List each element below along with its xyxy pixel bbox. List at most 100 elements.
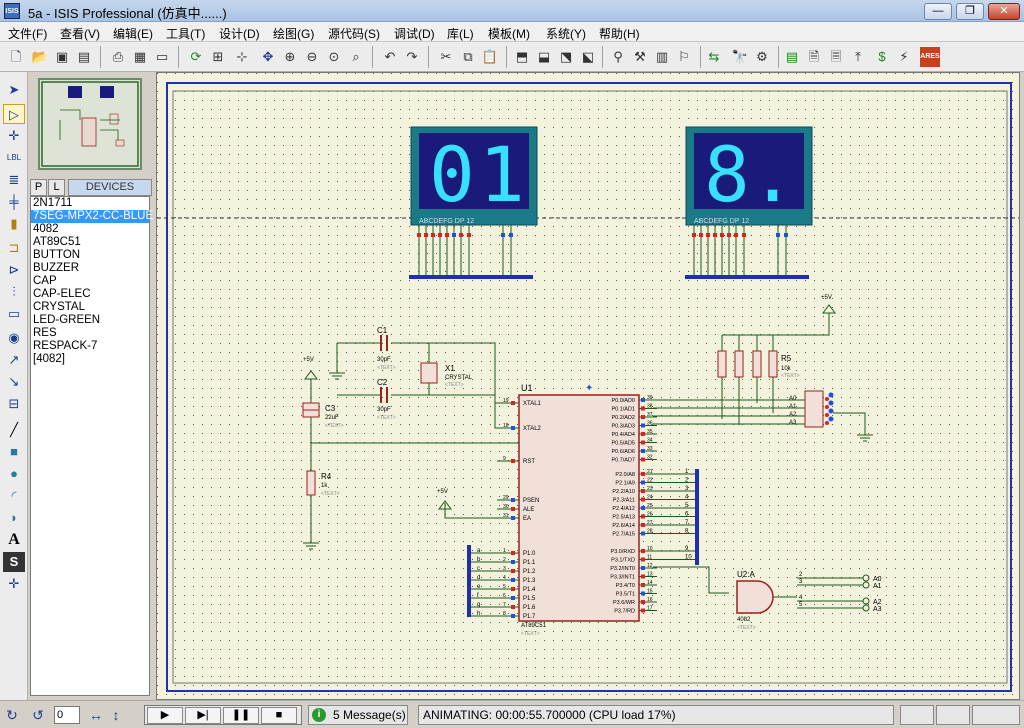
mirror-vertical-icon[interactable]: ↕: [112, 707, 120, 723]
redo-icon[interactable]: ↷: [406, 49, 418, 64]
zoom-in-icon[interactable]: ⊕: [284, 49, 296, 64]
exit-to-parent-icon[interactable]: ⤒: [855, 49, 861, 64]
make-device-icon[interactable]: ⚒: [634, 49, 646, 64]
capacitor-c1[interactable]: C1 30pF <TEXT>: [377, 326, 396, 371]
text-script-icon[interactable]: ≣: [8, 172, 20, 187]
paste-icon[interactable]: 📋: [481, 49, 499, 64]
menu-help[interactable]: 帮助(H): [599, 27, 640, 41]
device-item-selected[interactable]: 7SEG-MPX2-CC-BLUE: [31, 210, 154, 223]
rotation-angle-input[interactable]: 0: [54, 706, 80, 724]
arc-icon[interactable]: ◜: [11, 488, 17, 503]
decompose-icon[interactable]: ⚐: [678, 49, 690, 64]
bill-of-materials-icon[interactable]: $: [878, 49, 886, 64]
component-mode-icon[interactable]: ▷: [3, 104, 25, 124]
grid-icon[interactable]: ⊞: [212, 49, 224, 64]
crystal-x1[interactable]: X1 CRYSTAL <TEXT>: [420, 362, 473, 388]
device-item[interactable]: 4082: [33, 223, 59, 235]
new-sheet-icon[interactable]: 🗎: [808, 49, 820, 64]
pick-device-icon[interactable]: ⚲: [613, 49, 623, 64]
zoom-all-icon[interactable]: ⊙: [328, 49, 340, 64]
block-move-icon[interactable]: ⬓: [537, 49, 551, 64]
menu-library[interactable]: 库(L): [447, 27, 474, 41]
terminals-icon[interactable]: ⊐: [8, 240, 20, 255]
device-item[interactable]: AT89C51: [33, 236, 81, 248]
capacitor-c3[interactable]: C3 22uF <TEXT>: [302, 402, 344, 429]
graph-icon[interactable]: ⫶: [12, 284, 16, 299]
messages-indicator[interactable]: i 5 Message(s): [308, 705, 408, 725]
device-item[interactable]: BUTTON: [33, 249, 81, 261]
pick-devices-tab[interactable]: P: [30, 179, 47, 196]
menu-view[interactable]: 查看(V): [60, 27, 100, 41]
block-rotate-icon[interactable]: ⬔: [559, 49, 573, 64]
minimize-button[interactable]: —: [924, 3, 952, 20]
generator-icon[interactable]: ◉: [8, 330, 20, 345]
current-probe-icon[interactable]: ↘: [8, 374, 20, 389]
device-item[interactable]: CRYSTAL: [33, 301, 85, 313]
menu-tools[interactable]: 工具(T): [166, 27, 206, 41]
pause-button[interactable]: ❚❚: [223, 707, 259, 724]
path-icon[interactable]: ◗: [10, 510, 18, 525]
selection-mode-icon[interactable]: ➤: [8, 82, 20, 97]
copy-icon[interactable]: ⧉: [463, 49, 473, 64]
menu-graph[interactable]: 绘图(G): [273, 27, 315, 41]
mirror-horizontal-icon[interactable]: ↔: [89, 707, 103, 723]
box-icon[interactable]: ■: [10, 444, 18, 459]
menu-source[interactable]: 源代码(S): [328, 27, 380, 41]
menu-template[interactable]: 模板(M): [488, 27, 530, 41]
symbol-icon[interactable]: S: [3, 552, 25, 572]
menu-system[interactable]: 系统(Y): [546, 27, 586, 41]
and-gate-u2[interactable]: U2:A 4082 <TEXT> 2 3 4 5: [736, 570, 803, 631]
block-copy-icon[interactable]: ⬒: [515, 49, 529, 64]
device-item[interactable]: CAP-ELEC: [33, 288, 91, 300]
seven-segment-display-1[interactable]: 0 1 ABCDEFG DP 12: [409, 126, 538, 279]
library-manager-tab[interactable]: L: [48, 179, 65, 196]
property-tool-icon[interactable]: ⚙: [756, 49, 768, 64]
text-icon[interactable]: A: [8, 531, 20, 548]
dip-switch-block[interactable]: A0 A1 A2 A3: [789, 390, 834, 428]
undo-icon[interactable]: ↶: [384, 49, 396, 64]
voltage-probe-icon[interactable]: ↗: [8, 352, 20, 367]
seven-segment-display-2[interactable]: 8. ABCDEFG DP 12: [685, 126, 813, 279]
rotate-clockwise-icon[interactable]: ↻: [6, 707, 18, 723]
schematic-canvas[interactable]: 0 1 ABCDEFG DP 12 8. ABCDEFG DP 12: [156, 72, 1020, 700]
device-item[interactable]: LED-GREEN: [33, 314, 101, 326]
close-button[interactable]: ✕: [988, 3, 1020, 20]
maximize-button[interactable]: ❐: [956, 3, 984, 20]
virtual-instruments-icon[interactable]: ⊟: [8, 396, 20, 411]
printer-setup-icon[interactable]: ▦: [133, 49, 147, 64]
false-origin-icon[interactable]: ⊹: [236, 49, 248, 64]
electrical-rule-check-icon[interactable]: ⚡: [899, 49, 909, 64]
overview-window[interactable]: [38, 78, 142, 170]
resistor-r4[interactable]: R4 1k <TEXT>: [306, 470, 340, 497]
rotate-anticlockwise-icon[interactable]: ↺: [32, 707, 44, 723]
menu-edit[interactable]: 编辑(E): [113, 27, 153, 41]
marker-icon[interactable]: ✛: [8, 576, 20, 591]
design-explorer-icon[interactable]: ▤: [785, 49, 799, 64]
device-pins-icon[interactable]: ⊳: [8, 262, 20, 277]
menu-design[interactable]: 设计(D): [219, 27, 260, 41]
device-list[interactable]: 2N1711 7SEG-MPX2-CC-BLUE 4082 AT89C51 BU…: [30, 196, 154, 696]
junction-dot-icon[interactable]: ✛: [8, 128, 20, 143]
device-item[interactable]: [4082]: [33, 353, 65, 365]
print-icon[interactable]: ⎙: [112, 49, 124, 64]
step-button[interactable]: ▶|: [185, 707, 221, 724]
block-delete-icon[interactable]: ⬕: [581, 49, 595, 64]
cut-icon[interactable]: ✂: [440, 49, 452, 64]
device-item[interactable]: CAP: [33, 275, 57, 287]
device-item[interactable]: BUZZER: [33, 262, 79, 274]
new-file-icon[interactable]: 🗋: [10, 49, 22, 64]
remove-sheet-icon[interactable]: 🗏: [830, 49, 842, 64]
zoom-out-icon[interactable]: ⊖: [306, 49, 318, 64]
buses-icon[interactable]: ╪: [9, 194, 19, 209]
device-item[interactable]: RES: [33, 327, 57, 339]
open-folder-icon[interactable]: 📂: [31, 49, 49, 64]
subcircuit-icon[interactable]: ▮: [10, 216, 18, 231]
line-icon[interactable]: ╱: [10, 422, 18, 437]
zoom-area-icon[interactable]: ⌕: [352, 49, 360, 64]
search-tag-icon[interactable]: 🔭: [731, 49, 749, 64]
wire-label-icon[interactable]: LBL: [6, 153, 22, 162]
import-icon[interactable]: ▤: [77, 49, 91, 64]
resistor-pack-r5[interactable]: R5 10k <TEXT>: [717, 350, 800, 379]
device-item[interactable]: RESPACK-7: [33, 340, 98, 352]
